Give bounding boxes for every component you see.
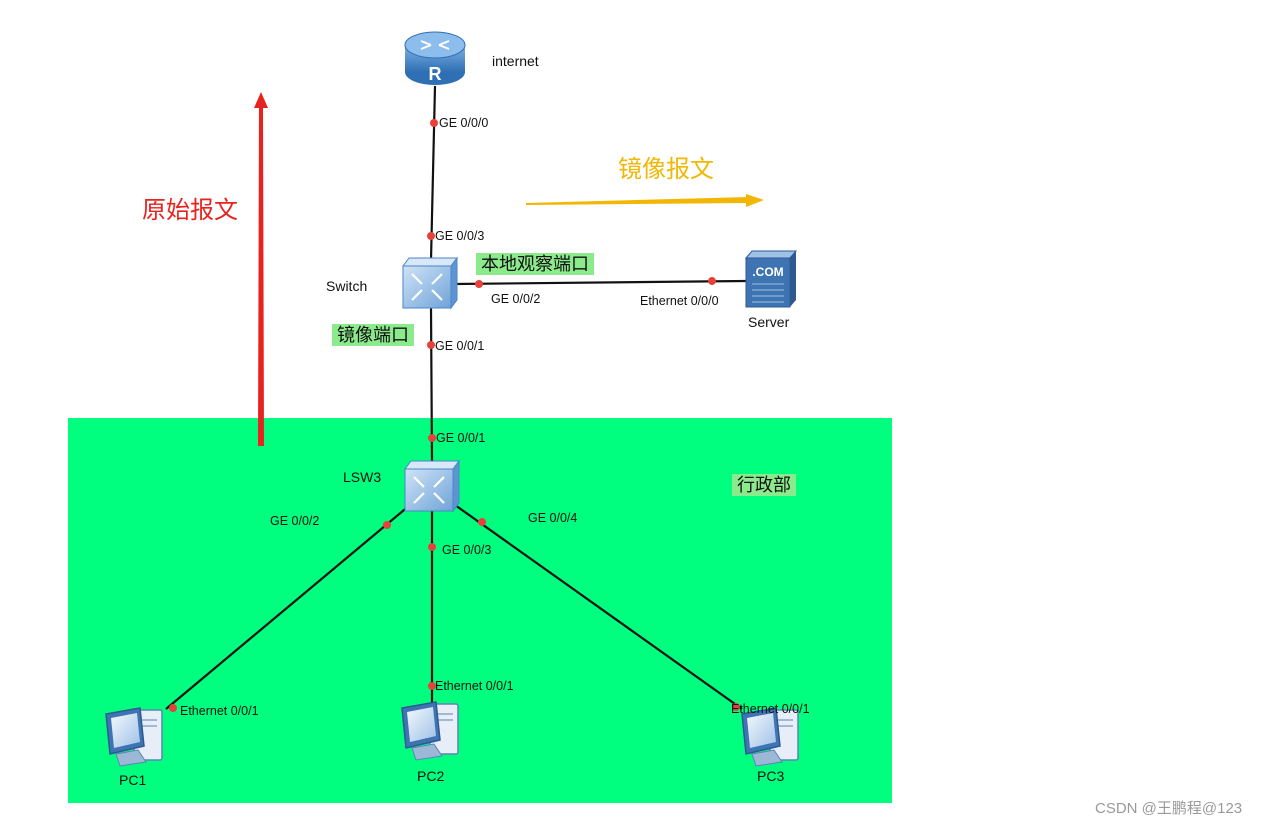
port-dot	[475, 280, 483, 288]
port-dot	[383, 521, 391, 529]
port-label-server-eth000: Ethernet 0/0/0	[640, 294, 719, 308]
router-icon: R	[404, 31, 466, 85]
server-icon: .COM	[744, 250, 798, 308]
port-dot	[428, 682, 436, 690]
port-label-pc3-eth001: Ethernet 0/0/1	[731, 702, 810, 716]
port-label-pc2-eth001: Ethernet 0/0/1	[435, 679, 514, 693]
link-switch-server	[454, 279, 747, 286]
server-label: Server	[748, 314, 790, 330]
links	[165, 85, 747, 710]
port-label-lsw3-ge004: GE 0/0/4	[528, 511, 578, 525]
port-dot	[732, 703, 740, 711]
port-label-switch-ge003: GE 0/0/3	[435, 229, 485, 243]
switch-icon	[402, 256, 458, 310]
port-label-switch-ge002: GE 0/0/2	[491, 292, 541, 306]
router-glyph: R	[429, 64, 442, 84]
server-glyph: .COM	[752, 265, 783, 279]
lsw3-icon	[404, 459, 460, 513]
port-dot	[169, 704, 177, 712]
department-tag: 行政部	[732, 474, 796, 496]
link-router-switch	[429, 85, 437, 261]
port-dot	[708, 277, 716, 285]
port-label-switch-ge001: GE 0/0/1	[435, 339, 485, 353]
port-dot	[427, 232, 435, 240]
port-label-router-ge000: GE 0/0/0	[439, 116, 489, 130]
lsw3-label: LSW3	[343, 469, 382, 485]
port-label-pc1-eth001: Ethernet 0/0/1	[180, 704, 259, 718]
router-label: internet	[492, 53, 539, 69]
mirror-port-tag: 镜像端口	[332, 324, 414, 346]
port-dot	[427, 341, 435, 349]
pc3-label: PC3	[757, 768, 785, 784]
mirror-packet-arrow	[526, 194, 764, 207]
pc1-label: PC1	[119, 772, 147, 788]
original-packet-arrow	[254, 92, 268, 446]
original-packet-label: 原始报文	[142, 197, 238, 224]
link-lsw3-pc1	[165, 504, 411, 710]
port-dots	[169, 119, 740, 712]
port-dot	[428, 543, 436, 551]
port-label-lsw3-ge003: GE 0/0/3	[442, 543, 492, 557]
pc2-label: PC2	[417, 768, 445, 784]
port-dot	[428, 434, 436, 442]
port-label-lsw3-ge002: GE 0/0/2	[270, 514, 320, 528]
link-lsw3-pc3	[454, 504, 743, 710]
port-label-lsw3-ge001: GE 0/0/1	[436, 431, 486, 445]
port-dot	[478, 518, 486, 526]
observe-port-tag: 本地观察端口	[476, 253, 594, 275]
port-dot	[430, 119, 438, 127]
switch-label: Switch	[326, 278, 368, 294]
mirror-packet-label: 镜像报文	[618, 156, 714, 183]
watermark: CSDN @王鹏程@123	[1095, 800, 1243, 817]
